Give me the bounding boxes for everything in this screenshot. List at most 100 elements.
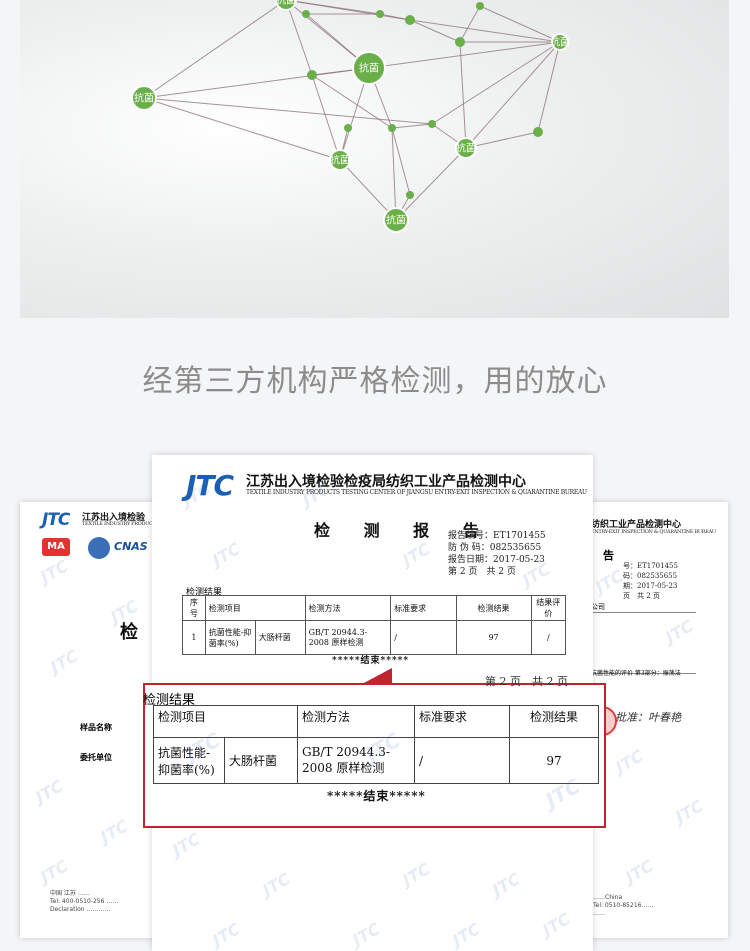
footer-fine-print: 中国 江苏 ……Tel: 400-0510-256 ……Declaration …	[50, 890, 119, 913]
report-title-fragment: 告	[603, 549, 614, 562]
cell: 抗菌性能-抑菌率(%)	[204, 620, 256, 655]
section-label: 检测结果	[186, 588, 223, 598]
headline: 经第三方机构严格检测，用的放心	[142, 364, 608, 399]
network-node	[383, 207, 409, 233]
network-edge	[391, 127, 411, 196]
client-label: 委托单位	[80, 752, 112, 762]
zoomed-results-table: 检测项目 检测方法 标准要求 检测结果 抗菌性能-抑菌率(%) 大肠杆菌 GB/…	[153, 705, 599, 784]
col-header: 检测结果	[509, 705, 599, 738]
cell: /	[414, 737, 510, 784]
org-name-cn: 江苏出入境检验检疫局纺织工业产品检测中心	[246, 474, 526, 490]
network-edge	[285, 0, 313, 76]
report-page-right: 纺织工业产品检测中心 ENTRY-EXIT INSPECTION & QUARA…	[585, 502, 728, 938]
network-node	[275, 0, 297, 11]
network-edge	[479, 5, 561, 43]
network-node	[428, 120, 436, 128]
network-edge	[143, 0, 287, 99]
col-header: 检测方法	[297, 705, 415, 738]
page-indicator: 第 2 页 共 2 页	[485, 675, 568, 688]
network-node-label: 抗菌	[276, 0, 296, 7]
cnas-badge: CNAS	[114, 540, 148, 553]
cell: GB/T 20944.3-2008 原样检测	[304, 620, 392, 655]
cell: 抗菌性能-抑菌率(%)	[153, 737, 225, 784]
col-header: 检测项目	[153, 705, 298, 738]
page-indicator: 第 2 页 共 2 页	[448, 567, 516, 577]
results-table: 序号 检测项目 检测方法 标准要求 检测结果 结果评价 1 抗菌性能-抑菌率(%…	[182, 595, 567, 655]
standard-note: 抗菌性能的评价 第3部分：振荡法	[591, 670, 681, 677]
zoomed-results-callout: 检测结果 第 2 页 共 2 页 检测项目 检测方法 标准要求 检测结果 抗菌性…	[143, 675, 606, 828]
network-node	[406, 191, 414, 199]
callout-arrow-icon	[362, 668, 392, 684]
network-edge	[368, 41, 561, 69]
network-edge	[391, 127, 397, 221]
anti-fake-code: 防 伪 码：082535655	[448, 543, 542, 553]
network-edge	[379, 13, 411, 21]
end-marker: *****结束*****	[332, 656, 410, 666]
network-node	[344, 124, 352, 132]
ilac-mra-icon	[88, 537, 110, 559]
cell: 大肠杆菌	[224, 737, 298, 784]
network-edge	[409, 19, 461, 43]
org-name-en: ENTRY-EXIT INSPECTION & QUARANTINE BUREA…	[591, 529, 716, 535]
table-header-row: 检测项目 检测方法 标准要求 检测结果	[153, 705, 599, 738]
network-edge	[459, 41, 467, 149]
report-meta: 号：ET1701455 码：082535655 期：2017-05-23 页 共…	[623, 561, 678, 601]
network-node	[307, 70, 317, 80]
anti-fake-code: 码：082535655	[623, 572, 678, 580]
network-node-label: 抗菌	[386, 214, 406, 227]
jtc-logo: JTC	[42, 510, 70, 530]
cell: 97	[455, 620, 532, 655]
network-edge	[431, 41, 561, 125]
section-label: 检测结果	[143, 693, 196, 708]
col-header: 结果评价	[530, 595, 567, 621]
report-number: 报告编号：ET1701455	[448, 531, 546, 541]
cell: 97	[509, 737, 599, 784]
network-node	[376, 10, 384, 18]
network-edge	[537, 41, 561, 133]
network-node	[388, 124, 396, 132]
network-node-label: 抗菌	[359, 62, 379, 75]
network-edge	[143, 97, 341, 161]
company-fragment: 公司	[591, 603, 605, 611]
network-edge	[311, 74, 341, 161]
sample-name-label: 样品名称	[80, 722, 112, 732]
org-name-cn: 纺织工业产品检测中心	[591, 520, 682, 530]
page-indicator: 页 共 2 页	[623, 592, 660, 600]
org-name-cn: 江苏出入境检验	[82, 513, 146, 523]
cell: /	[530, 620, 567, 655]
network-edge	[311, 74, 393, 129]
network-edge	[395, 147, 467, 221]
network-node	[302, 10, 310, 18]
jtc-logo: JTC	[186, 469, 234, 502]
hero-banner: 抗菌抗菌抗菌抗菌抗菌抗菌抗菌	[20, 0, 729, 318]
info-table-fragment	[591, 612, 696, 674]
network-edge	[285, 0, 381, 15]
org-name-en: TEXTILE INDUSTRY PRODUCTS TEST	[82, 521, 173, 527]
network-node-label: 抗菌	[456, 142, 476, 155]
col-header: 标准要求	[414, 705, 510, 738]
ma-badge: MA	[42, 538, 70, 556]
network-edge	[339, 159, 397, 221]
network-node	[405, 15, 415, 25]
report-title-fragment: 检	[120, 622, 138, 643]
cell: 大肠杆菌	[254, 620, 306, 655]
network-node	[455, 137, 477, 159]
network-edge	[465, 131, 539, 149]
report-title: 检 测 报 告	[314, 521, 493, 540]
report-number: 号：ET1701455	[623, 562, 678, 570]
report-date: 期：2017-05-23	[623, 582, 678, 590]
network-node	[476, 2, 484, 10]
network-edge	[391, 123, 433, 129]
end-marker: *****结束*****	[327, 789, 426, 803]
signature: 批准：叶春艳	[615, 711, 681, 724]
network-edge	[409, 19, 561, 43]
network-edge	[143, 97, 433, 125]
network-node	[455, 37, 465, 47]
table-row: 抗菌性能-抑菌率(%) 大肠杆菌 GB/T 20944.3-2008 原样检测 …	[153, 737, 599, 784]
network-node	[352, 51, 386, 85]
report-meta: 报告编号：ET1701455 防 伪 码：082535655 报告日期：2017…	[448, 530, 546, 578]
network-edge	[465, 41, 561, 149]
